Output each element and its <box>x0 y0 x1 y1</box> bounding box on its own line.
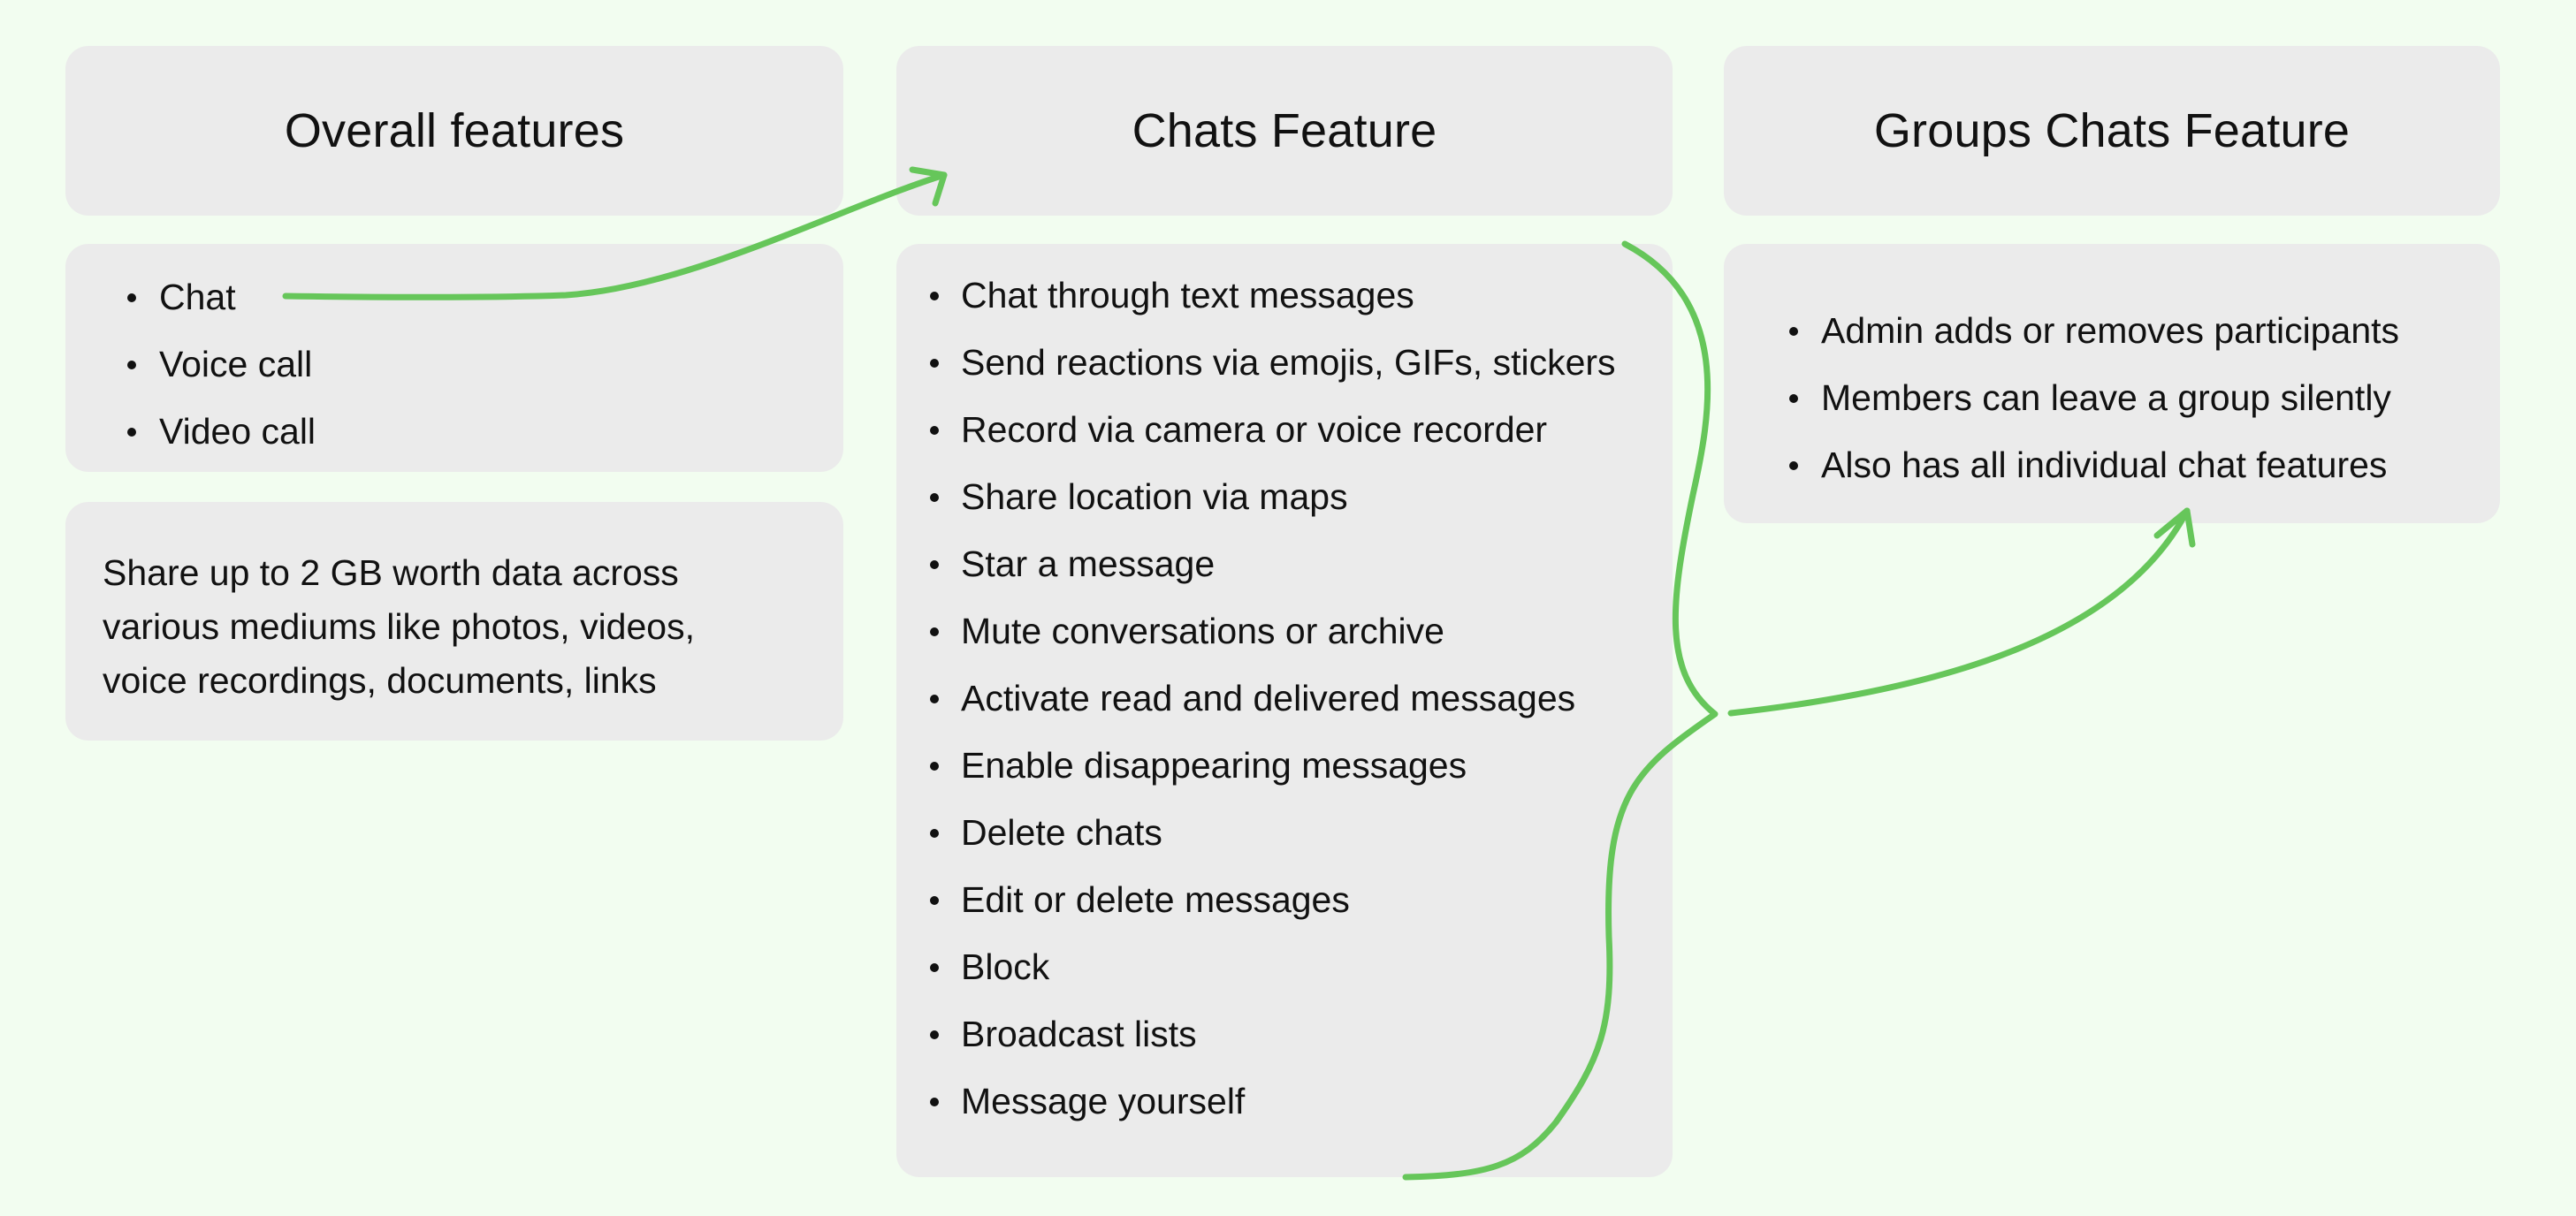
list-item: Broadcast lists <box>930 1016 1197 1053</box>
list-item: Activate read and delivered messages <box>930 680 1575 717</box>
data-sharing-note: Share up to 2 GB worth data across vario… <box>103 552 695 701</box>
list-item: Chat through text messages <box>930 277 1414 314</box>
bullet-dot <box>930 963 939 972</box>
groups-chats-feature-title-card: Groups Chats Feature <box>1724 46 2500 216</box>
bullet-dot <box>930 627 939 636</box>
chats-feature-title-card: Chats Feature <box>896 46 1673 216</box>
bullet-dot <box>930 695 939 703</box>
list-item: Admin adds or removes participants <box>1789 313 2399 349</box>
bullet-dot <box>127 361 136 369</box>
list-item: Members can leave a group silently <box>1789 380 2391 416</box>
groups-chats-feature-list-card: Admin adds or removes participants Membe… <box>1724 244 2500 523</box>
list-item: Star a message <box>930 546 1215 582</box>
list-item: Mute conversations or archive <box>930 613 1444 650</box>
bullet-dot <box>930 560 939 569</box>
bullet-dot <box>1789 327 1798 336</box>
bullet-dot <box>1789 461 1798 470</box>
list-item: Record via camera or voice recorder <box>930 412 1547 448</box>
overall-features-title-card: Overall features <box>65 46 843 216</box>
bullet-dot <box>930 493 939 502</box>
list-item: Edit or delete messages <box>930 882 1350 918</box>
list-item-chat: Chat <box>127 279 236 315</box>
bullet-dot <box>930 896 939 905</box>
bullet-dot <box>930 1098 939 1106</box>
bullet-dot <box>127 293 136 302</box>
list-item: Share location via maps <box>930 479 1348 515</box>
list-item: Delete chats <box>930 815 1162 851</box>
bullet-dot <box>127 428 136 437</box>
list-item: Enable disappearing messages <box>930 748 1467 784</box>
bullet-dot <box>1789 394 1798 403</box>
list-item-voice-call: Voice call <box>127 346 312 383</box>
list-item: Block <box>930 949 1049 985</box>
bullet-dot <box>930 359 939 368</box>
bullet-dot <box>930 829 939 838</box>
bullet-dot <box>930 762 939 771</box>
list-item: Also has all individual chat features <box>1789 447 2387 483</box>
list-item: Send reactions via emojis, GIFs, sticker… <box>930 345 1616 381</box>
overall-features-title: Overall features <box>284 104 625 157</box>
list-item: Message yourself <box>930 1083 1245 1120</box>
overall-features-list-card: Chat Voice call Video call <box>65 244 843 472</box>
bullet-dot <box>930 292 939 300</box>
list-item-video-call: Video call <box>127 414 316 450</box>
data-sharing-note-card: Share up to 2 GB worth data across vario… <box>65 502 843 741</box>
bullet-dot <box>930 426 939 435</box>
bullet-dot <box>930 1030 939 1039</box>
branch-to-groups-arrow <box>1727 507 2191 717</box>
chats-feature-list-card: Chat through text messages Send reaction… <box>896 244 1673 1177</box>
groups-chats-feature-title: Groups Chats Feature <box>1873 104 2351 157</box>
chats-feature-title: Chats Feature <box>1132 104 1437 157</box>
